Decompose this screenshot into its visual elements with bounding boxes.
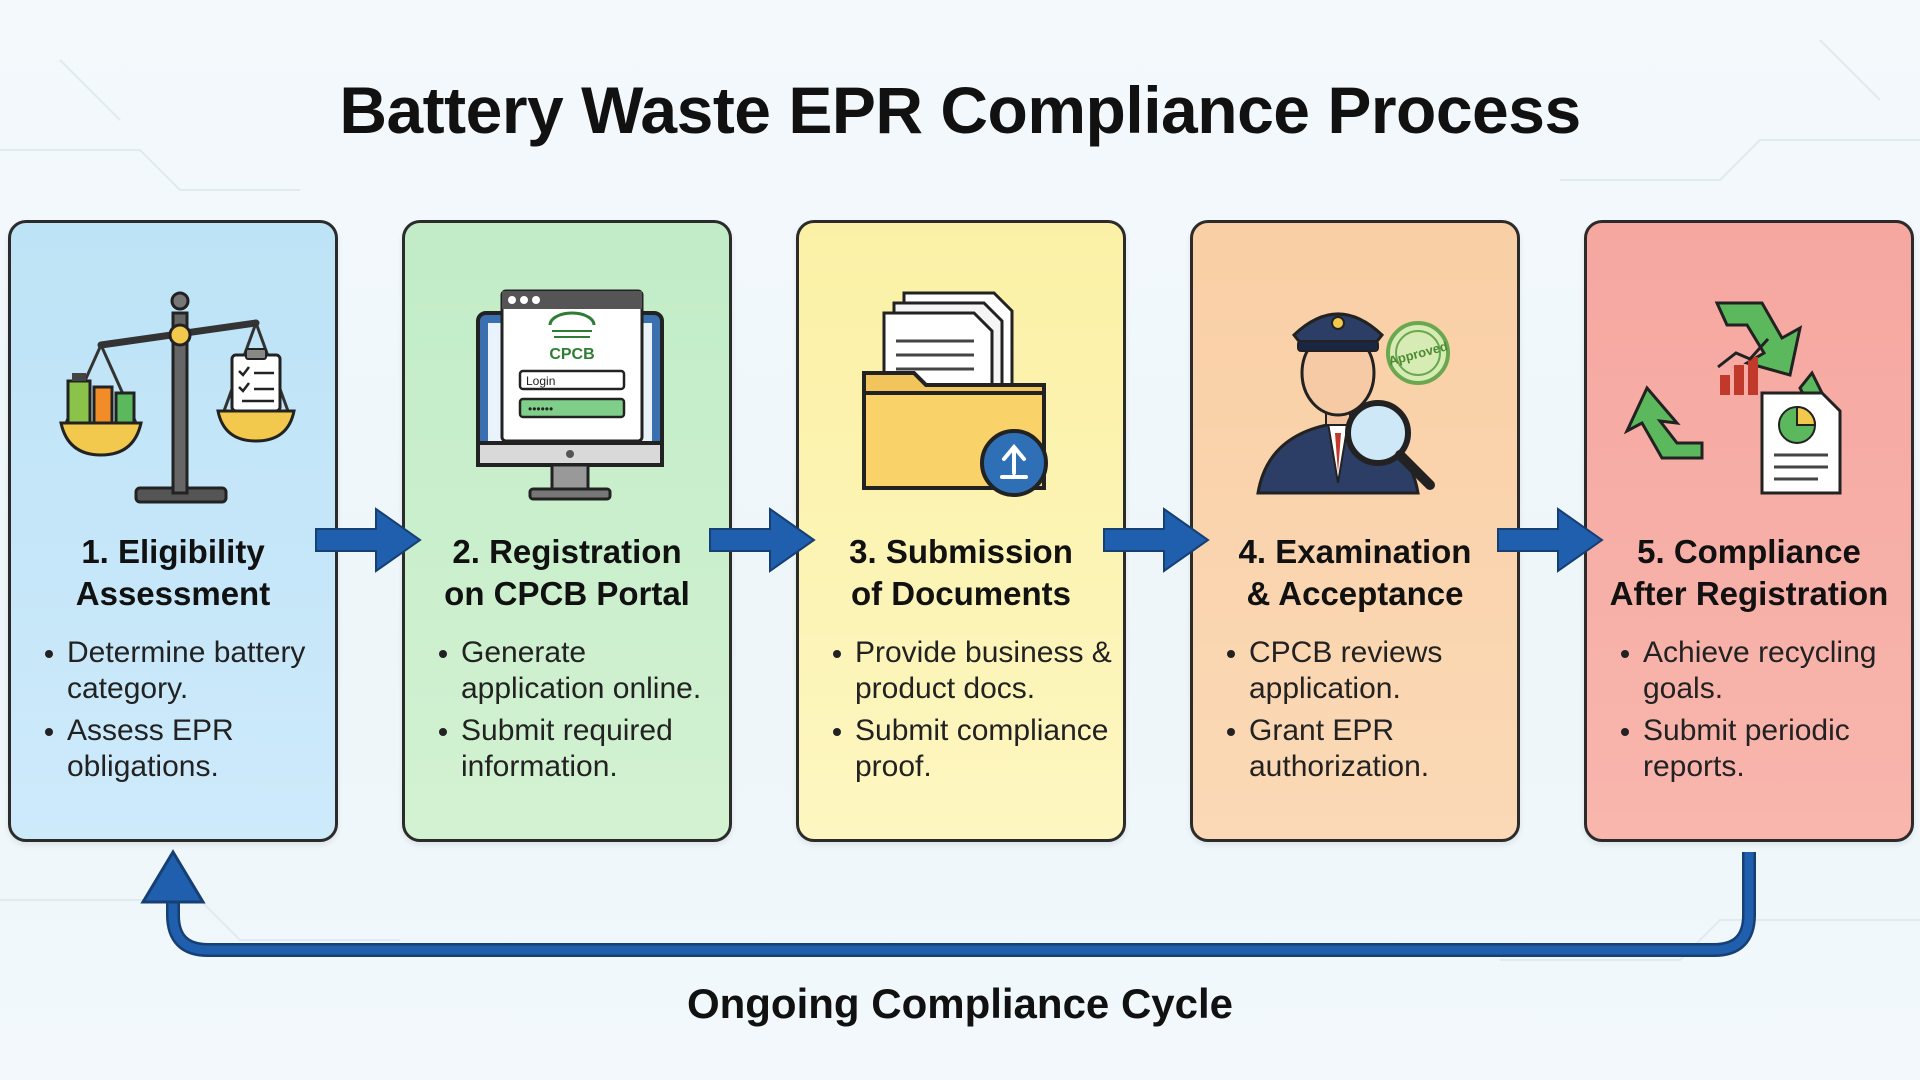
flow-arrow-icon bbox=[1497, 507, 1604, 573]
bullet-item: Submit periodic reports. bbox=[1617, 713, 1907, 785]
balance-scale-icon bbox=[59, 291, 296, 504]
bullet-item: Assess EPR obligations. bbox=[41, 713, 331, 785]
step-card-eligibility: 1. Eligibility Assessment Determine batt… bbox=[8, 220, 338, 842]
step-bullets: Generate application online. Submit requ… bbox=[435, 635, 725, 791]
step-card-examination: Approved 4. Examination & Acceptance CPC… bbox=[1190, 220, 1520, 842]
bullet-item: Determine battery category. bbox=[41, 635, 331, 707]
flow-arrow-icon bbox=[315, 507, 422, 573]
computer-monitor-icon: CPCB Login •••••• bbox=[476, 289, 664, 501]
step-bullets: CPCB reviews application. Grant EPR auth… bbox=[1223, 635, 1513, 791]
step-title: 5. Compliance After Registration bbox=[1609, 533, 1889, 612]
recycle-report-icon bbox=[1623, 301, 1842, 495]
flow-arrow-icon bbox=[709, 507, 816, 573]
cycle-label: Ongoing Compliance Cycle bbox=[686, 980, 1234, 1027]
step-bullets: Determine battery category. Assess EPR o… bbox=[41, 635, 331, 791]
flow-arrow-icon bbox=[1103, 507, 1210, 573]
bullet-item: Submit compliance proof. bbox=[829, 713, 1119, 785]
bullet-item: CPCB reviews application. bbox=[1223, 635, 1513, 707]
password-field-text: •••••• bbox=[528, 402, 553, 416]
cpcb-logo-text: CPCB bbox=[549, 346, 594, 363]
step-title: 4. Examination & Acceptance bbox=[1238, 533, 1472, 612]
bullet-item: Achieve recycling goals. bbox=[1617, 635, 1907, 707]
bullet-item: Submit required information. bbox=[435, 713, 725, 785]
step-bullets: Provide business & product docs. Submit … bbox=[829, 635, 1119, 791]
step-title: 2. Registration on CPCB Portal bbox=[444, 533, 690, 612]
document-folder-upload-icon bbox=[862, 291, 1048, 497]
inspector-magnifier-icon: Approved bbox=[1256, 312, 1450, 495]
step-bullets: Achieve recycling goals. Submit periodic… bbox=[1617, 635, 1907, 791]
step-title: 3. Submission of Documents bbox=[849, 533, 1073, 612]
bullet-item: Grant EPR authorization. bbox=[1223, 713, 1513, 785]
page-title: Battery Waste EPR Compliance Process bbox=[339, 73, 1581, 147]
login-field-text: Login bbox=[526, 374, 555, 388]
step-title: 1. Eligibility Assessment bbox=[75, 533, 271, 612]
bullet-item: Generate application online. bbox=[435, 635, 725, 707]
step-card-documents: 3. Submission of Documents Provide busin… bbox=[796, 220, 1126, 842]
step-card-registration: CPCB Login •••••• 2. Registration on CPC… bbox=[402, 220, 732, 842]
step-card-compliance: 5. Compliance After Registration Achieve… bbox=[1584, 220, 1914, 842]
bullet-item: Provide business & product docs. bbox=[829, 635, 1119, 707]
